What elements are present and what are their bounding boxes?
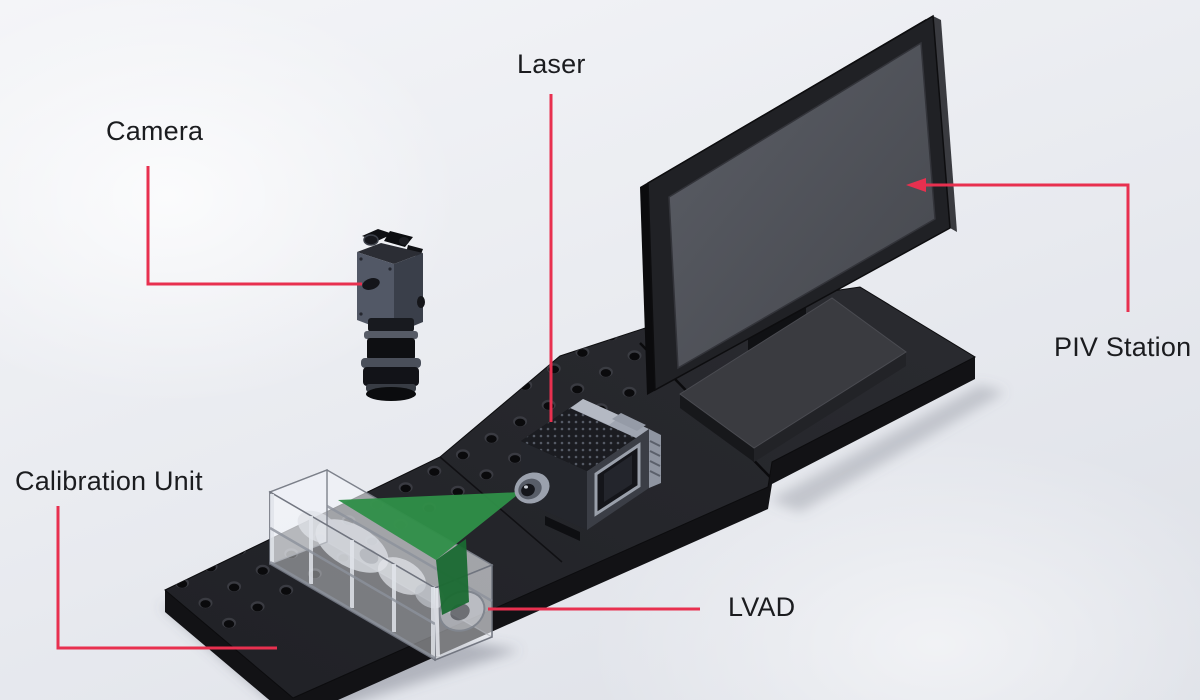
laser-sheet-side	[436, 539, 469, 615]
label-calibration-unit: Calibration Unit	[15, 466, 203, 496]
label-piv-station: PIV Station	[1054, 332, 1192, 362]
label-camera: Camera	[106, 116, 204, 146]
piv-leader-arrowhead	[906, 178, 926, 192]
board-side-skirt	[165, 357, 975, 700]
calibration-leader-line	[56, 506, 277, 650]
monitor-stand-base	[679, 297, 907, 462]
laser-device	[514, 399, 661, 541]
camera-body-side	[394, 253, 423, 334]
laser-sheet	[338, 492, 521, 657]
camera-device	[357, 229, 425, 401]
label-laser: Laser	[517, 49, 586, 79]
laser-lens	[514, 472, 550, 504]
leader-lines	[56, 94, 1130, 650]
mount-block	[571, 399, 621, 425]
camera-leader-line	[146, 166, 362, 286]
piv-station-leader-line	[924, 183, 1130, 312]
laser-sheet-top	[338, 492, 521, 560]
label-lvad: LVAD	[728, 592, 796, 622]
camera-body-front	[357, 252, 394, 334]
camera-port	[362, 278, 380, 290]
monitor-screen	[668, 41, 936, 370]
piv-monitor	[640, 14, 957, 462]
camera-lens	[361, 296, 425, 401]
